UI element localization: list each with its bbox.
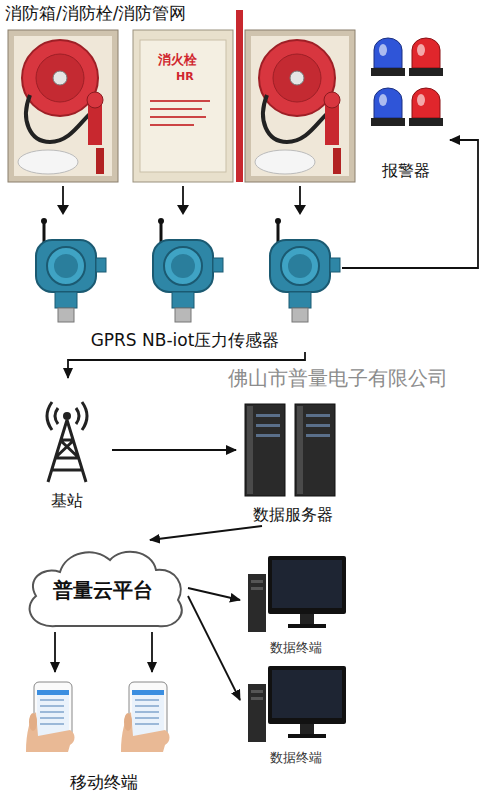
server-rack [306, 434, 330, 437]
down-arrow [57, 205, 69, 215]
diagram-title: 消防箱/消防栓/消防管网 [5, 3, 186, 23]
mobile-node: 移动终端 [18, 672, 190, 794]
connector-arrow [151, 632, 153, 672]
down-arrow [182, 186, 184, 206]
terminal-node: 数据终端 [240, 548, 352, 658]
connector-arrow [342, 140, 478, 268]
server-rack [306, 414, 330, 417]
fire-cabinet [8, 30, 118, 182]
base-station-node: 基站 [22, 378, 112, 512]
node-label: 普量云平台 [53, 578, 153, 602]
base-station-tower [47, 402, 87, 482]
fire-cabinet [245, 30, 355, 182]
down-arrow [294, 205, 306, 215]
down-arrow [177, 205, 189, 215]
hydrant-cabinet [150, 116, 206, 118]
desktop-computer [248, 556, 346, 632]
server-node: 数据服务器 [236, 398, 350, 526]
connector-arrow [112, 449, 236, 451]
hydrant-cabinet [133, 30, 233, 182]
connector-arrow [150, 526, 262, 540]
server-rack [306, 424, 330, 427]
fire-pipe [236, 10, 243, 182]
pressure-sensor [36, 218, 340, 322]
hydrant-cabinet [150, 108, 202, 110]
node-label: 数据终端 [270, 750, 322, 766]
server-rack [297, 406, 303, 494]
down-arrow [62, 186, 64, 206]
server-rack [295, 404, 335, 496]
server-rack [256, 424, 280, 427]
fire-pipe [236, 10, 243, 182]
connector-arrow [188, 588, 240, 600]
desktop-computer [248, 556, 346, 742]
pressure-sensor [36, 218, 106, 322]
watermark: 佛山市普量电子有限公司 [228, 366, 448, 390]
connector-arrow [54, 632, 56, 672]
cloud-platform: 普量云平台 [18, 540, 188, 632]
base-station-tower [47, 402, 87, 430]
alarm-lamps [371, 38, 405, 76]
alarm-lamps [409, 88, 443, 126]
node-label: 移动终端 [70, 772, 138, 792]
alarm-node: 报警器 [362, 34, 450, 182]
fire-cabinet [245, 30, 355, 182]
pressure-sensor [270, 218, 340, 322]
hydrant-cabinet [140, 40, 226, 172]
alarm-lamps [409, 38, 443, 76]
node-label: 报警器 [382, 161, 430, 180]
server-rack [256, 434, 280, 437]
terminal-node: 数据终端 [240, 660, 352, 768]
sensor-group: GPRS NB-iot压力传感器 [28, 212, 342, 352]
connector-arrow [188, 596, 240, 700]
base-station-tower [48, 420, 86, 482]
base-station-tower [63, 412, 71, 420]
node-label: 数据终端 [270, 640, 322, 656]
down-arrow [57, 186, 306, 215]
fire-cabinet [8, 30, 118, 182]
server-rack [247, 406, 253, 494]
alarm-lamps [371, 88, 405, 126]
cabinet-text: 消火栓 [158, 52, 197, 68]
mobile-phone [26, 682, 170, 752]
desktop-computer [248, 666, 346, 742]
down-arrow [299, 186, 301, 206]
hydrant-cabinet [133, 30, 233, 182]
alarm-lamps [371, 38, 443, 126]
mobile-phone [26, 682, 75, 752]
node-label: GPRS NB-iot压力传感器 [91, 330, 280, 350]
cloud-outline [30, 552, 182, 626]
cabinet-text: HR [176, 70, 194, 83]
hydrant-cabinet [150, 100, 210, 102]
server-rack [256, 414, 280, 417]
server-rack [245, 404, 285, 496]
mobile-phone [121, 682, 170, 752]
pressure-sensor [153, 218, 223, 322]
hydrant-cabinet [150, 124, 194, 126]
node-label: 基站 [51, 491, 83, 510]
server-rack [245, 404, 335, 496]
node-label: 数据服务器 [253, 505, 333, 524]
